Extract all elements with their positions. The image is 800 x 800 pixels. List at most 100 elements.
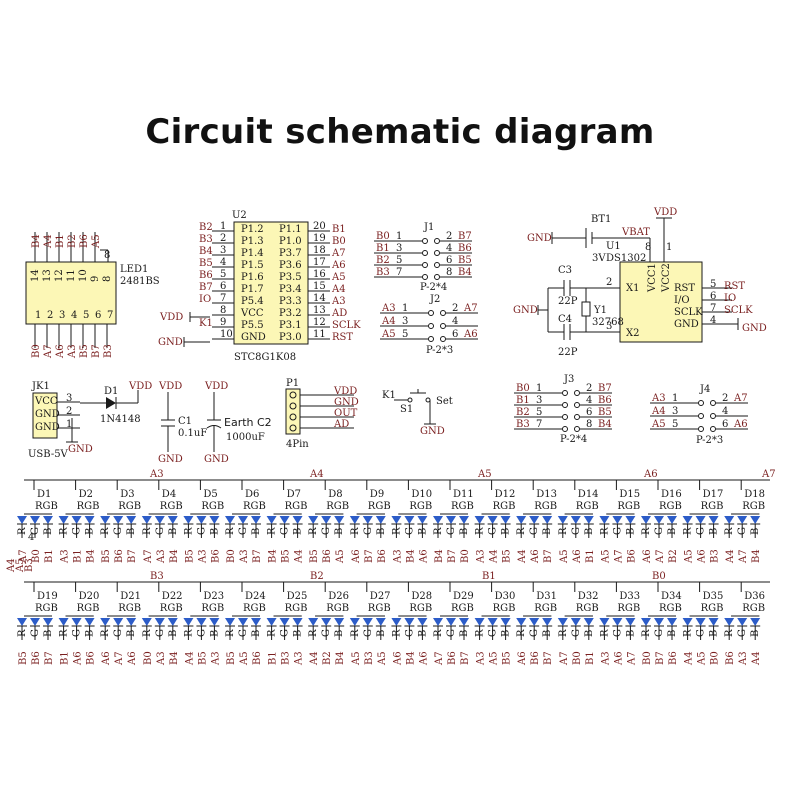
rgb-led-diode [599,516,610,524]
matrix-bottom-net: B5 [502,549,513,563]
led1-top-net: A5 [91,234,102,249]
matrix-color-pin: R [142,527,153,535]
header-pin-hole [428,310,434,316]
matrix-led-rgb: RGB [160,501,183,512]
matrix-bottom-net: B6 [377,549,388,563]
matrix-bottom-net: A5 [489,651,500,666]
header-type: P-2*3 [426,345,453,356]
matrix-color-pin: G [155,629,166,637]
header-right-net: A6 [463,329,478,340]
matrix-led-rgb: RGB [285,501,308,512]
led1-bottom-net: B3 [103,344,114,358]
matrix-color-pin: B [251,630,262,637]
matrix-bus-label: B2 [310,571,324,582]
rtc-gnd-top: GND [527,233,552,244]
matrix-led-ref: D34 [661,591,682,602]
matrix-bottom-net: B3 [281,651,292,665]
matrix-led-rgb: RGB [118,501,141,512]
u2-left-net: B4 [199,246,213,257]
header-left-pin: 3 [672,406,678,417]
rgb-led-diode [225,618,235,626]
p1-pin [289,413,297,421]
led1-top-pin-num: 11 [66,269,77,282]
header-left-pin: 3 [402,316,408,327]
usb-pin-num: 1 [66,419,72,430]
rgb-led-diode [126,516,137,524]
led1-top-net: A4 [43,234,54,249]
u2-right-pin-name: P3.4 [279,284,302,295]
matrix-bus-label: A7 [761,469,776,480]
rgb-led-diode [126,618,137,626]
matrix-led-ref: D20 [79,591,100,602]
switch-k1: K1 S1 Set GND [382,389,453,437]
matrix-bottom-net: A4 [684,651,695,666]
usb-pin-name: GND [35,409,60,420]
rgb-led-diode [362,516,373,524]
matrix-bottom-net: A7 [626,651,637,666]
usb-pin-name: GND [35,422,60,433]
matrix-color-pin: B [417,630,428,637]
matrix-color-pin: B [542,630,553,637]
matrix-bottom-net: A7 [559,651,570,666]
header-right-net: B7 [598,383,612,394]
matrix-bus-label: A5 [477,469,492,480]
rgb-led-diode [209,618,220,626]
matrix-color-pin: B [584,630,595,637]
rgb-led-diode [391,618,402,626]
matrix-bottom-net: B0 [710,651,721,665]
rgb-led-diode [266,618,277,626]
u2-right-pin-name: P3.3 [279,296,302,307]
header-pin-hole [422,274,428,280]
rgb-led-diode [334,618,345,626]
matrix-bottom-net: B5 [184,549,195,563]
matrix-bottom-net: B7 [252,549,263,563]
matrix-color-pin: G [321,527,332,535]
matrix-led-ref: D4 [162,489,176,500]
matrix-led-ref: D23 [203,591,224,602]
matrix-color-pin: R [599,629,610,637]
matrix-color-pin: B [334,630,345,637]
led1-bottom-net: A7 [43,344,54,359]
p1-net: GND [334,397,359,408]
matrix-color-pin: R [558,629,569,637]
matrix-bottom-net: A4 [309,651,320,666]
u2-left-pin-name: P5.4 [241,296,264,307]
matrix-bottom-net: A3 [210,651,221,666]
matrix-led-ref: D13 [536,489,557,500]
matrix-bottom-net: B2 [322,651,333,665]
rgb-led-diode [417,618,428,626]
rgb-led-diode [334,516,345,524]
matrix-bottom-net: A6 [530,549,541,564]
rgb-led-diode [433,618,443,626]
matrix-bottom-net: B5 [226,651,237,665]
header-ref: J2 [429,294,440,305]
header-pin-hole [440,310,446,316]
led1-bottom-pin-num: 5 [83,310,89,321]
u1-vcc2: VCC2 [661,263,672,293]
matrix-bottom-net: B1 [73,549,84,563]
rgb-led-diode [71,516,82,524]
matrix-color-pin: G [238,629,249,637]
matrix-color-pin: R [17,629,28,637]
matrix-color-pin: G [404,527,415,535]
header-right-net: A7 [733,393,748,404]
matrix-bottom-net: A6 [613,651,624,666]
u2-right-pin-name: P3.2 [279,308,302,319]
matrix-bottom-net: B6 [322,549,333,563]
rgb-led-diode [750,516,761,524]
matrix-led-rgb: RGB [326,501,349,512]
c2-ref: Earth C2 [224,416,272,429]
rgb-led-diode [225,516,235,524]
matrix-color-pin: G [113,629,124,637]
matrix-bottom-net: A6 [642,549,653,564]
diode-d1: D1 VDD 1N4148 [80,381,152,425]
rgb-led-diode [404,516,415,524]
k1-gnd: GND [420,426,445,437]
matrix-bottom-net: A5 [697,651,708,666]
matrix-bottom-net: B5 [101,549,112,563]
rgb-led-diode [500,618,511,626]
matrix-color-pin: B [126,630,137,637]
matrix-color-pin: B [501,528,512,535]
c1-val: 0.1uF [178,428,207,439]
